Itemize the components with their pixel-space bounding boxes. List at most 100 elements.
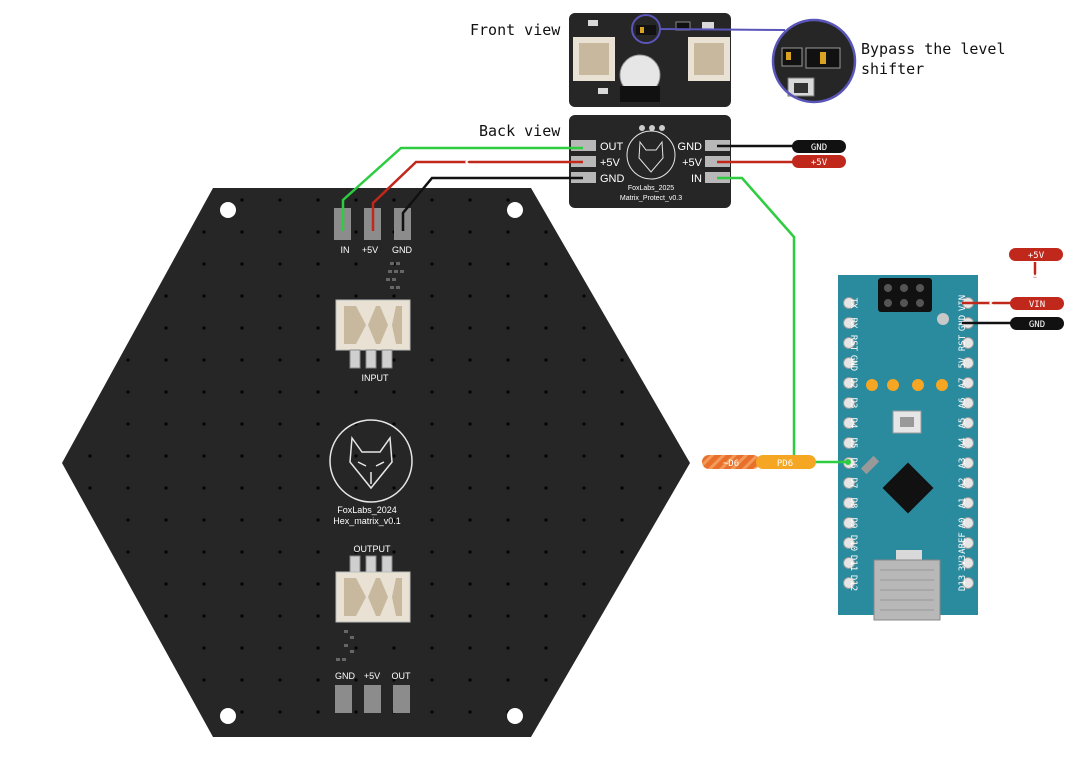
nano-pin-hole bbox=[843, 577, 855, 589]
hex-brand-line1: FoxLabs_2024 bbox=[337, 505, 397, 515]
nano-pin-hole bbox=[843, 477, 855, 489]
board-dot bbox=[126, 358, 130, 362]
hex-bottom-pad-label: OUT bbox=[392, 671, 412, 681]
board-dot bbox=[240, 646, 244, 650]
back-left-pad-label: +5V bbox=[600, 157, 621, 169]
board-dot bbox=[316, 486, 320, 490]
board-dot bbox=[430, 230, 434, 234]
board-dot bbox=[240, 390, 244, 394]
board-dot bbox=[126, 454, 130, 458]
tag-vin bbox=[1010, 297, 1064, 310]
board-dot bbox=[126, 390, 130, 394]
nano-pin-label-right: A3 bbox=[958, 458, 968, 469]
board-dot bbox=[582, 486, 586, 490]
board-dot bbox=[316, 646, 320, 650]
board-dot bbox=[506, 486, 510, 490]
nano-pin-label-left: D11 bbox=[848, 555, 858, 571]
back-right-pad-label: +5V bbox=[682, 157, 703, 169]
board-dot bbox=[430, 358, 434, 362]
board-dot bbox=[582, 518, 586, 522]
nano-pin-hole bbox=[843, 557, 855, 569]
board-dot bbox=[164, 358, 168, 362]
board-dot bbox=[354, 550, 358, 554]
nano-pin-label-right: A0 bbox=[958, 518, 968, 529]
board-dot bbox=[354, 390, 358, 394]
board-dot bbox=[620, 358, 624, 362]
board-dot bbox=[354, 198, 358, 202]
nano-pin-label-left: D4 bbox=[848, 418, 858, 429]
board-dot bbox=[582, 582, 586, 586]
board-dot bbox=[430, 390, 434, 394]
back-view-caption: Back view bbox=[479, 122, 561, 140]
output-connector bbox=[335, 555, 411, 623]
board-dot bbox=[582, 422, 586, 426]
board-dot bbox=[468, 422, 472, 426]
board-dot bbox=[430, 646, 434, 650]
nano-pin-hole bbox=[962, 497, 974, 509]
mounting-hole bbox=[507, 708, 523, 724]
nano-pin-hole bbox=[962, 397, 974, 409]
board-dot bbox=[202, 678, 206, 682]
tag-5v-top bbox=[792, 155, 846, 168]
board-dot bbox=[164, 454, 168, 458]
board-dot bbox=[620, 550, 624, 554]
board-dot bbox=[240, 710, 244, 714]
tag-gnd-top bbox=[792, 140, 846, 153]
board-dot bbox=[316, 550, 320, 554]
bypass-caption-line1: Bypass the level bbox=[861, 40, 1006, 58]
input-connector bbox=[335, 299, 411, 369]
board-dot bbox=[544, 582, 548, 586]
board-dot bbox=[240, 262, 244, 266]
board-dot bbox=[430, 294, 434, 298]
nano-pin-label-left: D7 bbox=[848, 478, 858, 489]
nano-pin-label-left: D10 bbox=[848, 535, 858, 551]
nano-pin-hole bbox=[962, 417, 974, 429]
board-dot bbox=[544, 294, 548, 298]
nano-pin-hole bbox=[843, 297, 855, 309]
nano-pin-label-left: D9 bbox=[848, 518, 858, 529]
board-dot bbox=[202, 550, 206, 554]
board-dot bbox=[240, 614, 244, 618]
nano-pin-label-left: D3 bbox=[848, 398, 858, 409]
board-dot bbox=[354, 294, 358, 298]
tag-pd6 bbox=[756, 455, 816, 469]
nano-pin-hole bbox=[962, 517, 974, 529]
board-dot bbox=[544, 518, 548, 522]
board-dot bbox=[544, 422, 548, 426]
board-dot bbox=[468, 710, 472, 714]
board-dot bbox=[126, 518, 130, 522]
nano-pin-label-left: RX bbox=[848, 318, 858, 329]
board-dot bbox=[240, 486, 244, 490]
status-leds bbox=[866, 379, 948, 391]
board-dot bbox=[354, 710, 358, 714]
board-dot bbox=[278, 710, 282, 714]
board-dot bbox=[278, 326, 282, 330]
board-dot bbox=[506, 390, 510, 394]
board-dot bbox=[202, 262, 206, 266]
tag-d6-alt-label: ~D6 bbox=[723, 459, 739, 469]
board-dot bbox=[316, 678, 320, 682]
hex-board-dot-grid bbox=[88, 198, 662, 714]
board-dot bbox=[468, 454, 472, 458]
front-view-caption: Front view bbox=[470, 21, 561, 39]
board-dot bbox=[430, 326, 434, 330]
tag-d6-alt bbox=[702, 455, 760, 469]
board-dot bbox=[278, 454, 282, 458]
board-dot bbox=[316, 358, 320, 362]
board-dot bbox=[544, 390, 548, 394]
tag-5v-arduino-label: +5V bbox=[1028, 251, 1045, 261]
nano-pin-label-right: A6 bbox=[958, 398, 968, 409]
board-dot bbox=[126, 422, 130, 426]
board-dot bbox=[164, 486, 168, 490]
board-dot bbox=[278, 422, 282, 426]
board-dot bbox=[278, 614, 282, 618]
board-dot bbox=[164, 550, 168, 554]
board-dot bbox=[164, 614, 168, 618]
board-dot bbox=[240, 326, 244, 330]
nano-pin-label-left: D8 bbox=[848, 498, 858, 509]
wire-green-signal bbox=[717, 176, 848, 464]
output-label: OUTPUT bbox=[354, 544, 392, 554]
protect-board-back bbox=[569, 115, 731, 208]
nano-pin-hole bbox=[962, 537, 974, 549]
board-dot bbox=[240, 230, 244, 234]
